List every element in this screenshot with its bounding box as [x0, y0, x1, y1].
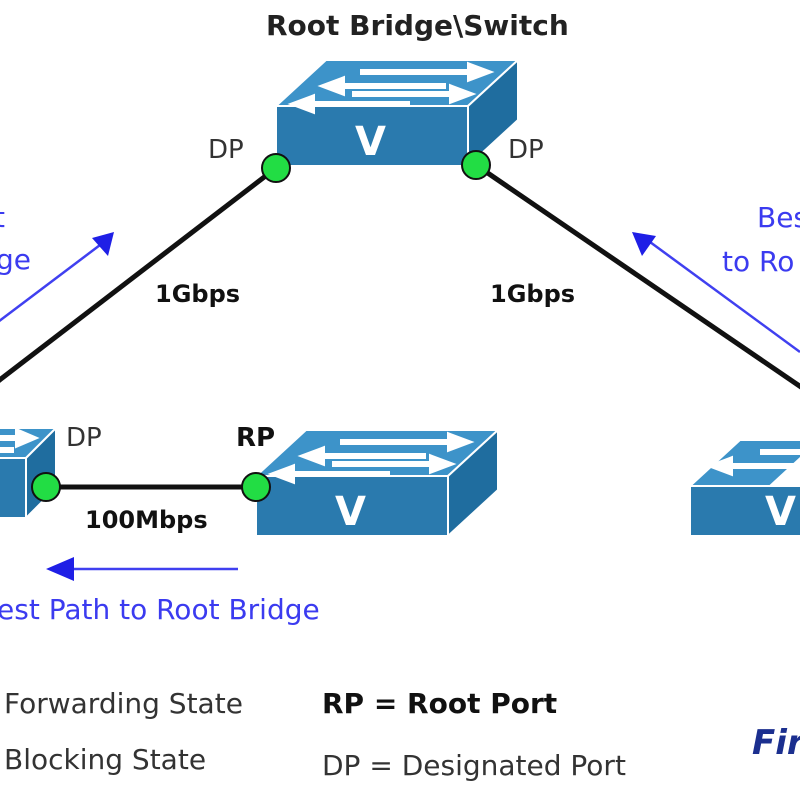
best-path-text-left-1: t	[0, 204, 5, 232]
root-switch-glyph: V	[355, 119, 386, 165]
port-dot-root-left	[261, 153, 291, 183]
port-dot-middle-switch	[241, 472, 271, 502]
port-dot-left-switch	[31, 472, 61, 502]
middle-switch	[253, 427, 501, 539]
link-speed-left: 1Gbps	[155, 280, 241, 308]
best-path-text-bottom: est Path to Root Bridge	[0, 593, 320, 626]
legend-dp-definition: DP = Designated Port	[322, 749, 626, 782]
link-speed-right: 1Gbps	[490, 280, 576, 308]
right-switch	[687, 439, 800, 537]
best-path-arrowhead-bottom	[46, 557, 74, 581]
port-label-left-switch: DP	[66, 423, 102, 453]
port-dot-root-right	[461, 150, 491, 180]
right-switch-glyph: V	[765, 489, 796, 535]
middle-switch-glyph: V	[335, 489, 366, 535]
root-switch	[273, 57, 521, 169]
brand-logo: Fir	[752, 723, 800, 763]
port-label-root-right: DP	[508, 135, 544, 165]
legend-rp-definition: RP = Root Port	[322, 687, 558, 720]
best-path-text-right-1: Bes	[757, 201, 800, 234]
link-root-right	[474, 162, 800, 390]
link-speed-bottom: 100Mbps	[85, 506, 208, 534]
best-path-arrowhead-right	[632, 232, 656, 256]
legend-blocking-label: Blocking State	[4, 743, 207, 776]
best-path-arrowhead-left	[92, 232, 114, 256]
root-bridge-title: Root Bridge\Switch	[266, 9, 569, 42]
port-label-middle-switch: RP	[236, 423, 276, 453]
best-path-text-right-2: to Ro	[722, 245, 795, 278]
port-label-root-left: DP	[208, 135, 244, 165]
link-root-left	[0, 166, 278, 383]
best-path-arrow-right	[649, 240, 800, 354]
best-path-text-left-2: ge	[0, 243, 31, 276]
legend-forwarding-label: Forwarding State	[4, 687, 243, 720]
best-path-arrow-left	[0, 238, 109, 323]
